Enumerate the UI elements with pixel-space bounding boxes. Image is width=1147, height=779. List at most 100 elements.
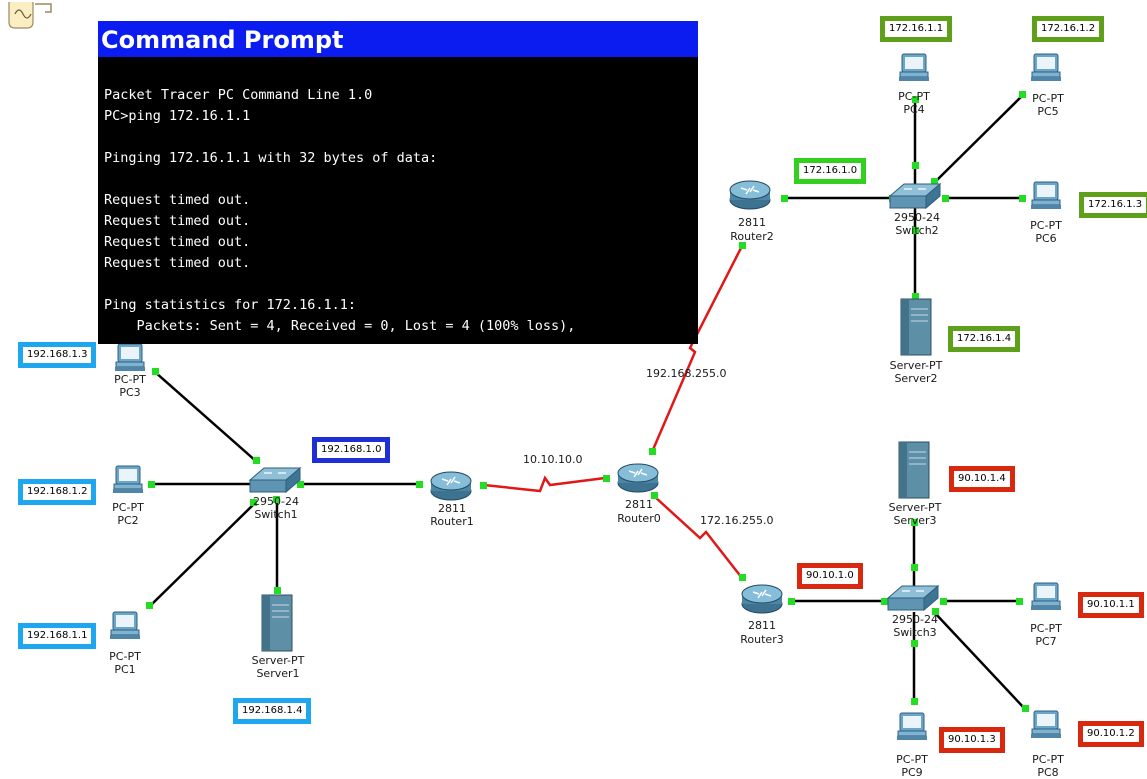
link-router1-router0[interactable] — [483, 475, 606, 493]
device-type-label: 2811 — [738, 216, 766, 229]
device-name-label: Switch3 — [893, 626, 936, 639]
router2-device[interactable]: 2811 Router2 — [729, 180, 774, 243]
command-output-line: PC>ping 172.16.1.1 — [104, 108, 251, 124]
link-pc3-switch1[interactable] — [154, 371, 258, 463]
ip-tag-pc9: 90.10.1.3 — [939, 727, 1005, 753]
device-type-label: PC-PT — [114, 373, 146, 386]
switch1-device[interactable]: 2950-24 Switch1 — [249, 467, 301, 521]
switch3-device[interactable]: 2950-24 Switch3 — [887, 585, 939, 639]
ip-tag-pc3: 192.168.1.3 — [18, 342, 97, 368]
command-output-line: Request timed out. — [104, 255, 251, 271]
device-type-label: PC-PT — [898, 90, 930, 103]
ip-tag-server3: 90.10.1.4 — [949, 466, 1015, 492]
pc7-device[interactable]: PC-PT PC7 — [1030, 582, 1062, 648]
device-type-label: PC-PT — [109, 650, 141, 663]
ip-tag-server1: 192.168.1.4 — [233, 698, 312, 724]
pc2-device[interactable]: PC-PT PC2 — [112, 465, 144, 527]
device-type-label: PC-PT — [112, 501, 144, 514]
ip-tag-pc8: 90.10.1.2 — [1078, 721, 1144, 747]
pc6-device[interactable]: PC-PT PC6 — [1030, 181, 1062, 245]
pc3-device[interactable]: PC-PT PC3 — [114, 343, 146, 399]
device-name-label: Router0 — [617, 512, 660, 525]
ip-tag-lan2-network: 172.16.1.0 — [794, 158, 867, 184]
server3-device[interactable]: Server-PT Server3 — [889, 441, 942, 527]
device-name-label: PC4 — [903, 103, 924, 116]
device-type-label: Server-PT — [889, 501, 942, 514]
device-type-label: PC-PT — [1032, 753, 1064, 766]
link-label-192-168-255-0: 192.168.255.0 — [646, 367, 726, 380]
device-type-label: 2950-24 — [892, 613, 938, 626]
link-switch3-pc8[interactable] — [933, 611, 1026, 710]
device-type-label: Server-PT — [252, 654, 305, 667]
server1-device[interactable]: Server-PT Server1 — [252, 594, 305, 680]
command-output-line: Packets: Sent = 4, Received = 0, Lost = … — [104, 318, 576, 334]
command-output-line: Pinging 172.16.1.1 with 32 bytes of data… — [104, 150, 438, 166]
ip-tag-server2: 172.16.1.4 — [948, 326, 1021, 352]
link-status-lights — [146, 91, 1029, 712]
pc1-device[interactable]: PC-PT PC1 — [109, 611, 141, 676]
device-type-label: 2950-24 — [253, 495, 299, 508]
device-name-label: PC1 — [114, 663, 135, 676]
command-output-line: Ping statistics for 172.16.1.1: — [104, 297, 356, 313]
device-name-label: PC8 — [1037, 766, 1058, 779]
link-router0-router3[interactable] — [654, 496, 743, 579]
serial-links — [483, 245, 744, 579]
command-output-line: Packet Tracer PC Command Line 1.0 — [104, 87, 373, 103]
device-name-label: PC3 — [119, 386, 140, 399]
device-name-label: PC9 — [901, 766, 922, 779]
link-switch2-pc5[interactable] — [934, 94, 1024, 183]
command-prompt-window[interactable]: Command Prompt Packet Tracer PC Command … — [98, 21, 698, 344]
device-type-label: PC-PT — [1030, 219, 1062, 232]
device-type-label: PC-PT — [896, 753, 928, 766]
device-name-label: PC5 — [1037, 105, 1058, 118]
ip-tag-lan3-network: 90.10.1.0 — [797, 563, 863, 589]
link-label-172-16-255-0: 172.16.255.0 — [700, 514, 773, 527]
device-name-label: PC2 — [117, 514, 138, 527]
command-output-line — [104, 274, 698, 295]
ip-tag-lan1-network: 192.168.1.0 — [312, 437, 391, 463]
device-type-label: PC-PT — [1032, 92, 1064, 105]
command-output-line: Request timed out. — [104, 234, 251, 250]
command-output-line: Request timed out. — [104, 192, 251, 208]
ethernet-links — [149, 94, 1026, 710]
ip-tag-pc5: 172.16.1.2 — [1032, 16, 1105, 42]
server2-device[interactable]: Server-PT Server2 — [890, 298, 943, 385]
device-name-label: Server2 — [894, 372, 937, 385]
command-output-line — [104, 169, 698, 190]
device-name-label: Switch2 — [895, 224, 938, 237]
device-name-label: PC6 — [1035, 232, 1056, 245]
ip-tag-pc6: 172.16.1.3 — [1079, 192, 1147, 218]
device-type-label: 2811 — [625, 498, 653, 511]
command-output-line: Request timed out. — [104, 213, 251, 229]
device-name-label: Router1 — [430, 515, 473, 528]
ip-tag-pc7: 90.10.1.1 — [1078, 592, 1144, 618]
device-type-label: 2811 — [438, 502, 466, 515]
link-pc1-switch1[interactable] — [149, 502, 256, 607]
command-output-line — [104, 127, 698, 148]
pc5-device[interactable]: PC-PT PC5 — [1030, 53, 1064, 118]
link-router0-router2[interactable] — [650, 245, 744, 453]
note-icon[interactable] — [5, 0, 65, 30]
command-prompt-title[interactable]: Command Prompt — [98, 21, 698, 57]
ip-tag-pc2: 192.168.1.2 — [18, 479, 97, 505]
device-type-label: 2811 — [748, 619, 776, 632]
router3-device[interactable]: 2811 Router3 — [740, 584, 784, 646]
device-name-label: Router2 — [730, 230, 773, 243]
ip-tag-pc1: 192.168.1.1 — [18, 623, 97, 649]
device-name-label: Switch1 — [254, 508, 297, 521]
switch2-device[interactable]: 2950-24 Switch2 — [889, 183, 941, 237]
pc9-device[interactable]: PC-PT PC9 — [896, 712, 928, 779]
device-name-label: Router3 — [740, 633, 783, 646]
device-name-label: Server1 — [256, 667, 299, 680]
device-type-label: Server-PT — [890, 359, 943, 372]
router0-device[interactable]: 2811 Router0 — [617, 463, 661, 525]
ip-tag-pc4: 172.16.1.1 — [880, 16, 953, 42]
device-name-label: PC7 — [1035, 635, 1056, 648]
pc8-device[interactable]: PC-PT PC8 — [1030, 710, 1064, 779]
link-label-10-10-10-0: 10.10.10.0 — [523, 453, 582, 466]
pc4-device[interactable]: PC-PT PC4 — [898, 53, 930, 116]
router1-device[interactable]: 2811 Router1 — [430, 471, 474, 528]
device-type-label: PC-PT — [1030, 622, 1062, 635]
